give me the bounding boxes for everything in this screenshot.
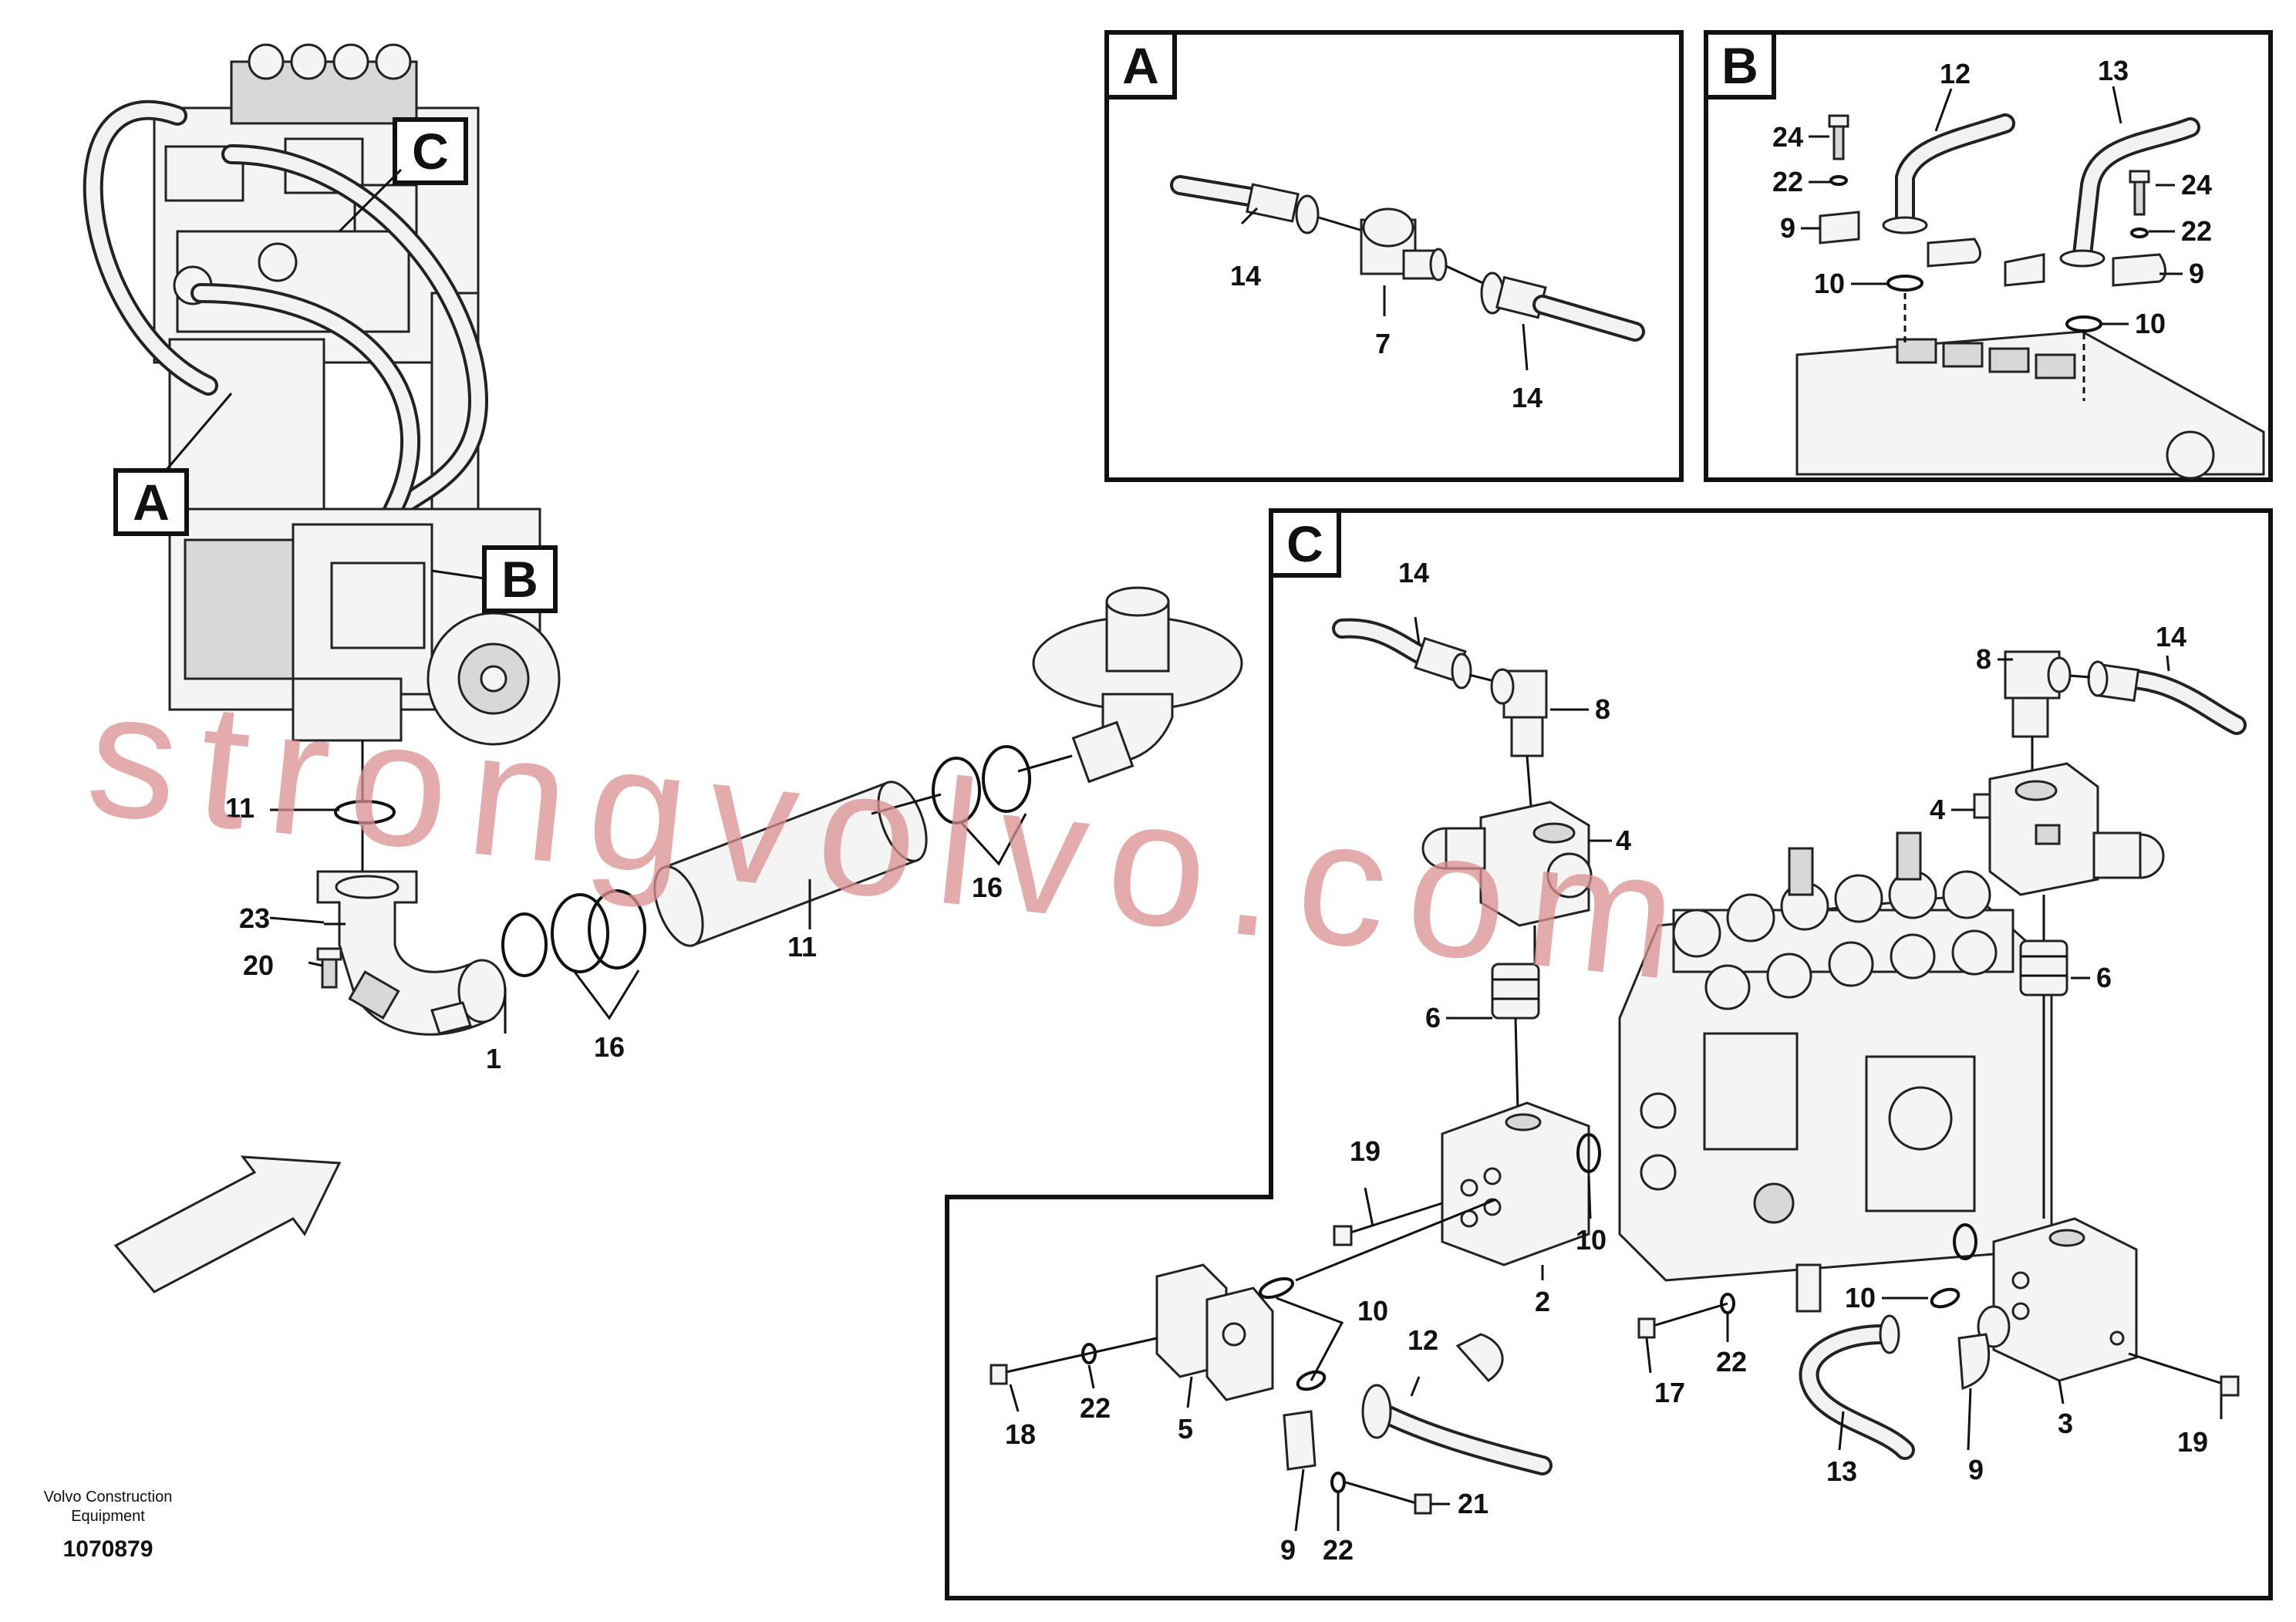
control-valve-body bbox=[1618, 831, 2053, 1282]
suction-elbow bbox=[316, 870, 507, 1036]
detail-c-tag: C bbox=[1286, 515, 1323, 572]
detail-b-callout-12: 12 bbox=[1940, 58, 1971, 89]
detail-c-callout-8-right: 8 bbox=[1976, 643, 1991, 675]
main-tag-c[interactable]: C bbox=[393, 117, 468, 185]
elbow-fitting-left bbox=[1490, 668, 1548, 757]
detail-a-tag: A bbox=[1122, 37, 1159, 94]
detail-c-callout-8-left: 8 bbox=[1595, 693, 1610, 725]
detail-c-callout-10-valve: 10 bbox=[1576, 1224, 1607, 1256]
detail-b-callout-9-left: 9 bbox=[1780, 212, 1795, 244]
detail-c-callout-14-right: 14 bbox=[2156, 621, 2186, 653]
svg-text:C: C bbox=[412, 123, 449, 180]
detail-b-callout-10-left: 10 bbox=[1814, 268, 1845, 299]
detail-b-callout-22-left: 22 bbox=[1772, 166, 1803, 197]
detail-c-callout-13: 13 bbox=[1826, 1455, 1857, 1487]
hydraulic-pump bbox=[168, 508, 561, 746]
callout-16-upper: 16 bbox=[972, 872, 1003, 903]
main-assembly-view: A B C 11 23 20 1 16 16 11 bbox=[83, 43, 1243, 1293]
detail-b-panel: B bbox=[1704, 30, 2273, 482]
footer-company: Volvo Construction bbox=[44, 1489, 173, 1506]
detail-a-callout-14-right: 14 bbox=[1512, 382, 1542, 413]
detail-c-callout-4-left: 4 bbox=[1616, 824, 1631, 856]
elbow-fitting-right bbox=[2004, 650, 2072, 738]
callout-20: 20 bbox=[243, 949, 274, 981]
tank-outlet-flange bbox=[1032, 586, 1243, 784]
detail-c-callout-17: 17 bbox=[1654, 1377, 1685, 1408]
detail-c-callout-4-right: 4 bbox=[1930, 794, 1945, 825]
swivel-fitting bbox=[1360, 207, 1448, 282]
detail-c-callout-14-left: 14 bbox=[1398, 557, 1429, 588]
detail-c-callout-18: 18 bbox=[1005, 1418, 1036, 1450]
callout-11-hose: 11 bbox=[787, 931, 817, 963]
detail-c-callout-22-left: 22 bbox=[1080, 1392, 1111, 1424]
svg-text:A: A bbox=[133, 474, 170, 531]
detail-a-callout-14-left: 14 bbox=[1230, 260, 1261, 292]
detail-b-callout-24-left: 24 bbox=[1772, 121, 1803, 153]
callout-1: 1 bbox=[486, 1043, 501, 1074]
detail-b-callout-24-right: 24 bbox=[2181, 169, 2212, 201]
detail-c-callout-22-right: 22 bbox=[1716, 1346, 1747, 1378]
detail-c-callout-12: 12 bbox=[1408, 1324, 1438, 1356]
footer-block: Volvo Construction Equipment 1070879 bbox=[44, 1489, 173, 1562]
detail-c-callout-21: 21 bbox=[1458, 1488, 1489, 1519]
adapter-block-left bbox=[1441, 1101, 1590, 1266]
detail-b-callout-10-right: 10 bbox=[2135, 308, 2166, 339]
detail-c-callout-2: 2 bbox=[1535, 1286, 1550, 1317]
callout-23: 23 bbox=[239, 902, 270, 934]
svg-text:B: B bbox=[501, 551, 538, 608]
split-flange-5 bbox=[1155, 1263, 1274, 1401]
callout-11: 11 bbox=[225, 792, 255, 824]
detail-c-callout-5: 5 bbox=[1178, 1413, 1193, 1445]
main-tag-b[interactable]: B bbox=[482, 545, 558, 613]
detail-c-callout-19-left: 19 bbox=[1350, 1135, 1381, 1167]
detail-b-callout-9-right: 9 bbox=[2189, 258, 2204, 289]
detail-c-callout-6-left: 6 bbox=[1425, 1002, 1441, 1034]
detail-c-callout-9-left: 9 bbox=[1280, 1534, 1296, 1566]
detail-c-callout-19-right: 19 bbox=[2177, 1426, 2208, 1458]
callout-16-lower: 16 bbox=[594, 1031, 625, 1063]
detail-c-callout-9-right: 9 bbox=[1968, 1454, 1984, 1485]
detail-c-callout-10-right: 10 bbox=[1845, 1282, 1876, 1313]
detail-c-callout-10-flange: 10 bbox=[1357, 1295, 1388, 1327]
footer-company-line2: Equipment bbox=[71, 1508, 145, 1525]
footer-doc-number: 1070879 bbox=[63, 1536, 153, 1562]
check-valve-right bbox=[1973, 762, 2165, 896]
direction-arrow-icon bbox=[113, 1155, 342, 1293]
detail-c-callout-6-right: 6 bbox=[2096, 962, 2112, 993]
detail-c-callout-22-bottom: 22 bbox=[1323, 1534, 1354, 1566]
main-tag-a[interactable]: A bbox=[113, 468, 189, 536]
detail-b-callout-22-right: 22 bbox=[2181, 215, 2212, 247]
detail-b-callout-13: 13 bbox=[2098, 55, 2129, 86]
detail-a-panel: A 14 7 14 bbox=[1104, 30, 1684, 482]
detail-c-callout-3: 3 bbox=[2058, 1408, 2073, 1439]
detail-c-panel: C bbox=[945, 508, 2273, 1600]
check-valve-left bbox=[1421, 801, 1593, 927]
detail-a-callout-7: 7 bbox=[1375, 328, 1391, 359]
detail-b-tag: B bbox=[1721, 37, 1758, 94]
